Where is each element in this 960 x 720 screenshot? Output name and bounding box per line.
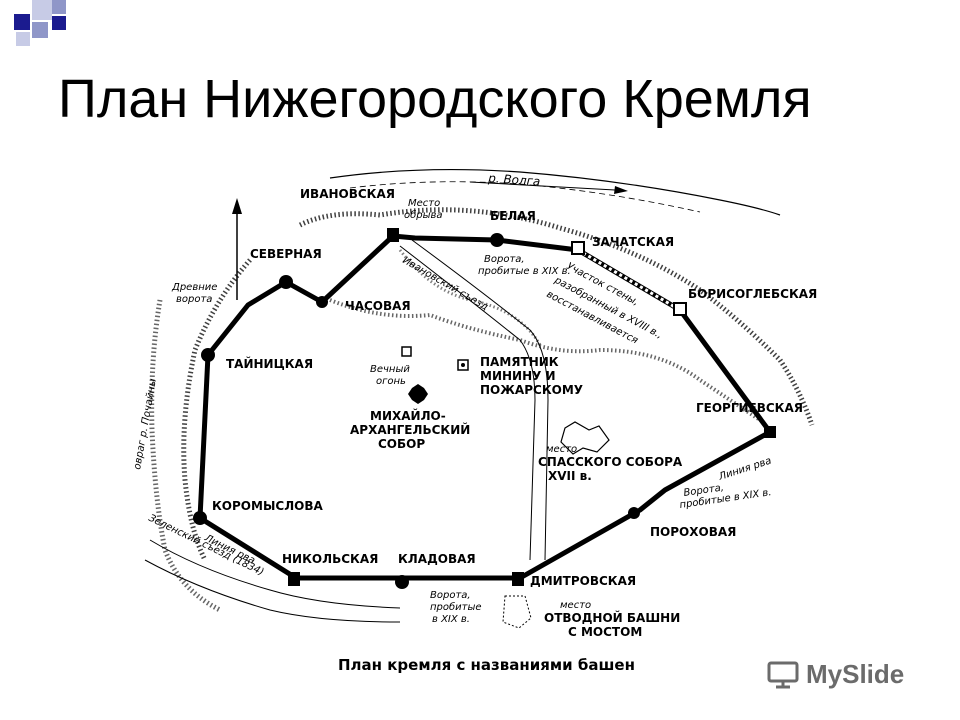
ravine-slope: [149, 299, 222, 613]
note-otvod-1: место: [560, 600, 591, 611]
label-spassky-3: XVII в.: [548, 469, 592, 483]
accent-square-dark: [14, 14, 30, 30]
tower-porokhovaya: [628, 507, 640, 519]
label-monument-1: ПАМЯТНИК: [480, 355, 559, 369]
zelensky-road-2: [144, 559, 401, 623]
wall-dismantled: [577, 248, 681, 312]
accent-square-light: [32, 22, 48, 38]
label-flame-2: огонь: [376, 376, 406, 387]
volga-arrow: [469, 181, 616, 191]
slope-inner: [329, 298, 762, 422]
tower-borisoglebskaya: [673, 302, 687, 316]
note-mesto-1: Место: [408, 198, 440, 209]
tower-chasovaya: [316, 296, 328, 308]
label-monument-3: ПОЖАРСКОМУ: [480, 383, 583, 397]
map-caption: План кремля с названиями башен: [338, 656, 635, 674]
label-porokhovaya: ПОРОХОВАЯ: [650, 525, 736, 539]
tower-taynitskaya: [201, 348, 215, 362]
volga-bank-2: [349, 181, 701, 213]
note-gates-belaya-1: Ворота,: [484, 254, 525, 265]
label-cathedral-3: СОБОР: [378, 437, 425, 451]
accent-square-mid-2: [52, 0, 66, 14]
slope-inner-2: [398, 249, 542, 346]
note-gates-bottom-2: пробитые: [430, 601, 482, 613]
label-borisoglebskaya: БОРИСОГЛЕБСКАЯ: [688, 287, 817, 301]
slide-title: План Нижегородского Кремля: [58, 69, 812, 129]
slope-west: [181, 258, 252, 562]
tower-ivanovskaya: [387, 228, 399, 242]
cathedral-shape: [408, 384, 428, 404]
tower-severnaya: [279, 275, 293, 289]
label-cathedral-1: МИХАЙЛО-: [370, 408, 446, 423]
tower-kladovaya: [395, 575, 409, 589]
accent-square-light-2: [16, 32, 30, 46]
label-nikolskaya: НИКОЛЬСКАЯ: [282, 552, 378, 566]
label-spassky-1: место: [546, 444, 577, 455]
label-georgievskaya: ГЕОРГИЕВСКАЯ: [696, 401, 803, 415]
label-dmitrovskaya: ДМИТРОВСКАЯ: [530, 574, 636, 588]
label-chasovaya: ЧАСОВАЯ: [345, 299, 411, 313]
note-otvod-2: ОТВОДНОЙ БАШНИ: [544, 610, 680, 625]
river-label: р. Волга: [487, 171, 541, 189]
label-belaya: БЕЛАЯ: [490, 209, 536, 223]
volga-bank: [329, 168, 781, 216]
tower-dmitrovskaya: [512, 572, 524, 586]
tower-nikolskaya: [288, 572, 300, 586]
label-severnaya: СЕВЕРНАЯ: [250, 247, 322, 261]
zelensky-road: [149, 539, 401, 609]
ivanovsky-road: [399, 245, 536, 561]
tower-zachatskaya: [571, 241, 585, 255]
accent-square-mid: [32, 0, 52, 20]
slide-logo-icon: [767, 661, 799, 689]
note-ancient-2: ворота: [176, 294, 212, 305]
monument-dot: [461, 363, 465, 367]
note-gates-belaya-2: пробитые в XIX в.: [478, 265, 571, 277]
label-flame-1: Вечный: [370, 364, 410, 375]
label-cathedral-2: АРХАНГЕЛЬСКИЙ: [350, 422, 470, 437]
tower-koromyslova: [193, 511, 207, 525]
eternal-flame-marker: [401, 346, 412, 357]
label-ivanovskaya: ИВАНОВСКАЯ: [300, 187, 395, 201]
tower-georgievskaya: [764, 426, 776, 438]
label-zachatskaya: ЗАЧАТСКАЯ: [592, 235, 674, 249]
otvod-tower: [502, 595, 532, 629]
label-monument-2: МИНИНУ И: [480, 369, 556, 383]
watermark: MySlide: [766, 654, 904, 694]
note-ivan-road: Ивановский съезд: [401, 255, 490, 313]
volga-arrow-head: [614, 186, 628, 194]
note-gates-bottom-3: в XIX в.: [432, 614, 470, 625]
north-arrow-head: [232, 198, 242, 214]
note-mesto-2: обрыва: [404, 209, 443, 221]
note-gates-bottom-1: Ворота,: [430, 590, 471, 601]
label-spassky-2: СПАССКОГО СОБОРА: [538, 455, 683, 469]
kremlin-wall: [197, 233, 773, 581]
spassky-outline: [560, 421, 610, 455]
accent-square-dark-2: [52, 16, 66, 30]
label-kladovaya: КЛАДОВАЯ: [398, 552, 476, 566]
ivanovsky-road-2: [411, 239, 549, 561]
note-ancient-1: Древние: [171, 282, 217, 293]
label-koromyslova: КОРОМЫСЛОВА: [212, 499, 324, 513]
tower-belaya: [490, 233, 504, 247]
note-otvod-3: С МОСТОМ: [568, 625, 642, 639]
watermark-text: MySlide: [806, 658, 905, 689]
label-taynitskaya: ТАЙНИЦКАЯ: [226, 356, 313, 371]
